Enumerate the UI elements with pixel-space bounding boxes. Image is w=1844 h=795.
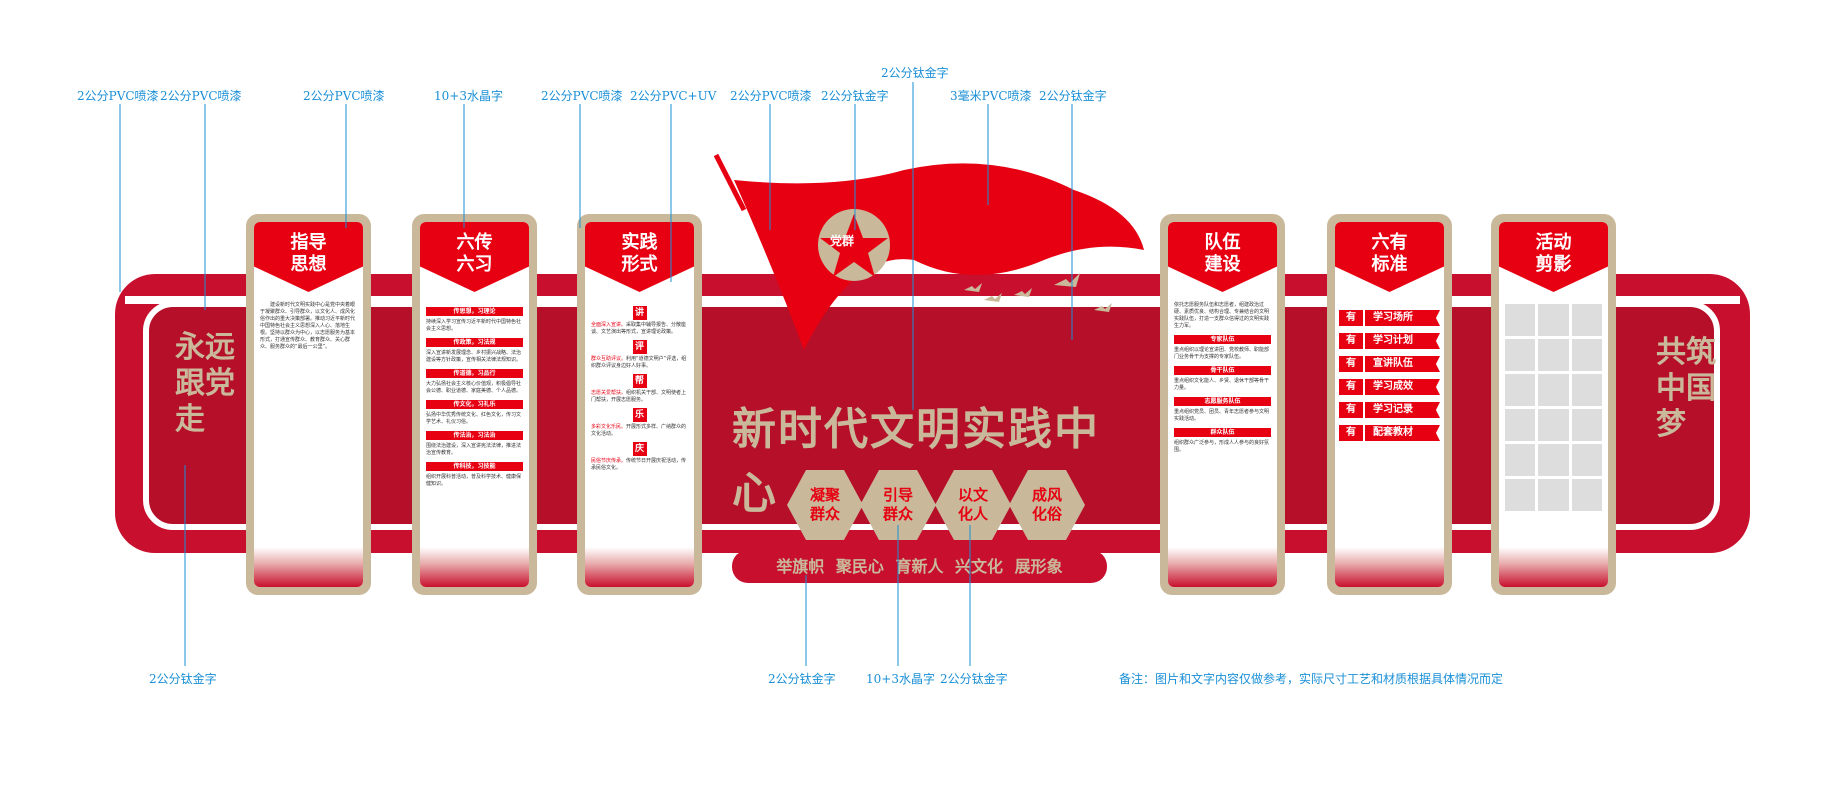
standard-item: 有学习记录 xyxy=(1339,402,1440,418)
backboard-stripe xyxy=(125,296,1740,304)
annotation: 2公分PVC+UV xyxy=(630,89,717,103)
flag-pole xyxy=(714,153,747,212)
annotation: 2公分钛金字 xyxy=(881,66,949,80)
annotation: 2公分PVC喷漆 xyxy=(77,89,159,103)
standard-item: 有配套教材 xyxy=(1339,425,1440,441)
annotation: 10+3水晶字 xyxy=(434,89,503,103)
crowd-illustration xyxy=(1168,547,1277,587)
annotation: 2公分钛金字 xyxy=(821,89,889,103)
annotation: 2公分钛金字 xyxy=(940,672,1008,686)
annotation: 10+3水晶字 xyxy=(866,672,935,686)
left-slogan: 永远跟党走 xyxy=(175,330,235,437)
doves-icon xyxy=(964,273,1112,312)
annotation: 2公分钛金字 xyxy=(1039,89,1107,103)
annotation: 2公分PVC喷漆 xyxy=(541,89,623,103)
annotation: 2公分PVC喷漆 xyxy=(160,89,242,103)
panel-team-building: 队伍建设 依托志愿服务队伍和志愿者，组建政治过硬、素质优良、结构合理、专兼结合的… xyxy=(1160,214,1285,595)
standard-item: 有宣讲队伍 xyxy=(1339,356,1440,372)
annotation: 2公分钛金字 xyxy=(768,672,836,686)
crowd-illustration xyxy=(254,547,363,587)
slogan-bar: 举旗帜 聚民心 育新人 兴文化 展形象 xyxy=(732,550,1107,583)
panel-guiding-thought: 指导思想 建设新时代文明实践中心是党中央着眼于凝聚群众、引导群众，以文化人、成风… xyxy=(246,214,371,595)
center-title: 新时代文明实践中心 xyxy=(732,404,1100,519)
inner-backboard xyxy=(143,301,1720,530)
annotation: 2公分PVC喷漆 xyxy=(303,89,385,103)
panel-activity-photos: 活动剪影 xyxy=(1491,214,1616,595)
annotation: 3毫米PVC喷漆 xyxy=(950,89,1032,103)
hexagon-3: 以文化人 xyxy=(935,470,1011,540)
party-flag xyxy=(714,153,1144,350)
standard-item: 有学习计划 xyxy=(1339,333,1440,349)
right-slogan: 共筑中国梦 xyxy=(1656,335,1716,442)
flag-emblem-text: 党群 xyxy=(829,234,854,248)
hexagon-1: 凝聚群众 xyxy=(787,470,863,540)
crowd-illustration xyxy=(1335,547,1444,587)
crowd-illustration xyxy=(1499,547,1608,587)
note: 备注：图片和文字内容仅做参考，实际尺寸工艺和材质根据具体情况而定 xyxy=(1119,672,1504,686)
crowd-illustration xyxy=(420,547,529,587)
panel-practice-forms: 实践形式 讲全面深入宣讲。采取集中辅导报告、分散座谈、文艺演出等形式，宣讲理论政… xyxy=(577,214,702,595)
panel-six-spread: 六传六习 传思想，习理论持续深入学习宣传习近平新时代中国特色社会主义思想。 传政… xyxy=(412,214,537,595)
standard-item: 有学习场所 xyxy=(1339,310,1440,326)
panel-six-standards: 六有标准 有学习场所 有学习计划 有宣讲队伍 有学习成效 有学习记录 有配套教材 xyxy=(1327,214,1452,595)
annotation: 2公分PVC喷漆 xyxy=(730,89,812,103)
annotation: 2公分钛金字 xyxy=(149,672,217,686)
standard-item: 有学习成效 xyxy=(1339,379,1440,395)
flag-cloth xyxy=(734,163,1144,350)
photo-grid xyxy=(1501,304,1606,511)
panel-text: 建设新时代文明实践中心是党中央着眼于凝聚群众、引导群众，以文化人、成风化俗作出的… xyxy=(260,302,356,350)
crowd-illustration xyxy=(585,547,694,587)
